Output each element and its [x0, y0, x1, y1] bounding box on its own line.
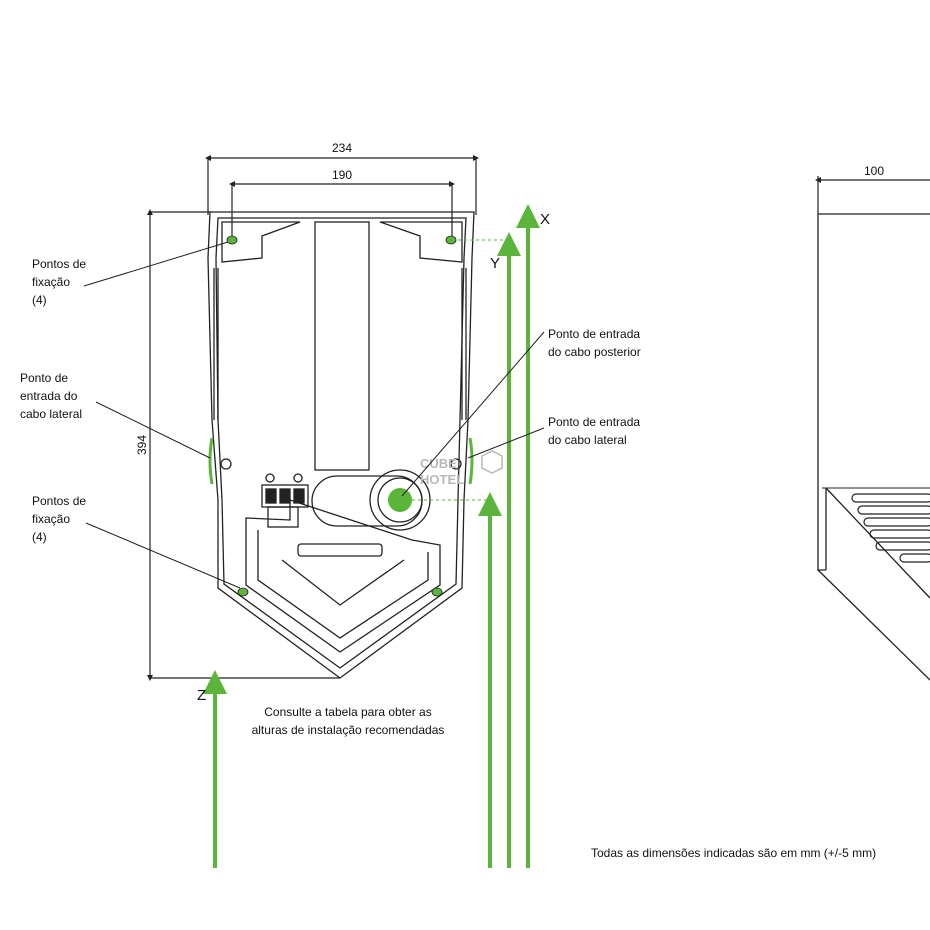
- dimension-100: [815, 176, 930, 214]
- callout-side-cable-right: Ponto de entrada do cabo lateral: [467, 415, 640, 459]
- note-table-line-1: Consulte a tabela para obter as: [264, 705, 431, 719]
- svg-text:fixação: fixação: [32, 512, 70, 526]
- note-units: Todas as dimensões indicadas são em mm (…: [591, 846, 876, 860]
- svg-text:cabo lateral: cabo lateral: [20, 407, 82, 421]
- svg-text:do cabo lateral: do cabo lateral: [548, 433, 627, 447]
- svg-text:fixação: fixação: [32, 275, 70, 289]
- axis-y-label: Y: [490, 255, 500, 272]
- watermark-line-2: HOTEL: [420, 472, 464, 487]
- side-cable-entries: [208, 437, 474, 485]
- dimension-234: [205, 155, 479, 215]
- svg-text:(4): (4): [32, 293, 47, 307]
- svg-text:(4): (4): [32, 530, 47, 544]
- watermark: CUBE HOTEL: [420, 450, 503, 487]
- dryer-front-view: [207, 211, 475, 679]
- svg-text:Ponto de: Ponto de: [20, 371, 68, 385]
- svg-text:Ponto de entrada: Ponto de entrada: [548, 327, 640, 341]
- axis-x-label: X: [540, 211, 550, 228]
- watermark-line-1: CUBE: [420, 456, 457, 471]
- callout-fixing-top: Pontos de fixação (4): [32, 241, 229, 307]
- note-table-line-2: alturas de instalação recomendadas: [252, 723, 445, 737]
- dimension-234-label: 234: [332, 141, 352, 155]
- svg-text:Pontos de: Pontos de: [32, 257, 86, 271]
- fixing-points: [226, 235, 457, 597]
- svg-text:entrada do: entrada do: [20, 389, 78, 403]
- dimension-100-label: 100: [864, 164, 884, 178]
- dimension-394-label: 394: [135, 435, 149, 455]
- axis-z-label: Z: [197, 687, 206, 704]
- callout-fixing-bottom: Pontos de fixação (4): [32, 494, 241, 589]
- rear-cable-entry: [388, 488, 412, 512]
- dimension-394: [147, 209, 340, 681]
- svg-text:Ponto de entrada: Ponto de entrada: [548, 415, 640, 429]
- dryer-side-view: [817, 213, 930, 681]
- callout-side-cable-left: Ponto de entrada do cabo lateral: [20, 371, 211, 459]
- dimension-190-label: 190: [332, 168, 352, 182]
- svg-text:Pontos de: Pontos de: [32, 494, 86, 508]
- svg-text:do cabo posterior: do cabo posterior: [548, 345, 641, 359]
- height-arrows: [203, 204, 540, 868]
- reference-dashes: [412, 239, 512, 501]
- callout-rear-cable: Ponto de entrada do cabo posterior: [401, 327, 641, 497]
